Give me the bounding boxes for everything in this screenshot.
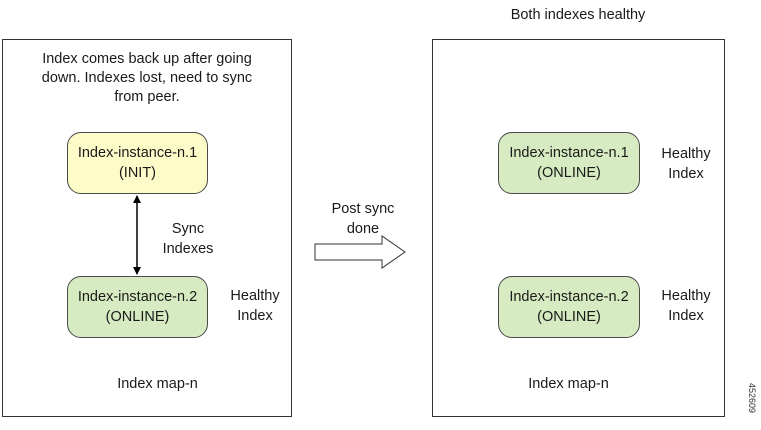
right-bottom-healthy-label: Healthy Index xyxy=(650,286,722,326)
left-map-label: Index map-n xyxy=(117,376,198,392)
node-name: Index-instance-n.2 xyxy=(509,289,629,305)
node-state: (ONLINE) xyxy=(537,309,601,325)
right-node-instance-1: Index-instance-n.1 (ONLINE) xyxy=(498,132,640,194)
healthy-line-2: Index xyxy=(668,308,704,324)
healthy-line-2: Index xyxy=(668,166,704,182)
left-node-instance-1: Index-instance-n.1 (INIT) xyxy=(67,132,208,194)
left-panel xyxy=(2,39,292,417)
healthy-line-1: Healthy xyxy=(661,146,711,162)
right-panel-title: Both indexes healthy xyxy=(510,7,646,23)
sync-indexes-label: Sync Indexes xyxy=(146,219,230,259)
figure-id: 452609 xyxy=(747,383,757,414)
node-name: Index-instance-n.1 xyxy=(509,145,629,161)
sync-label-line-2: Indexes xyxy=(162,241,214,257)
node-name: Index-instance-n.2 xyxy=(77,289,198,305)
left-healthy-label: Healthy Index xyxy=(218,286,292,326)
post-sync-line-2: done xyxy=(346,221,380,237)
healthy-line-2: Index xyxy=(237,308,273,324)
sync-label-line-1: Sync xyxy=(171,221,205,237)
post-sync-label: Post sync done xyxy=(318,199,408,239)
left-panel-note: Index comes back up after going down. In… xyxy=(10,50,284,107)
post-sync-line-1: Post sync xyxy=(331,201,395,217)
block-right-arrow xyxy=(314,235,406,269)
node-state: (ONLINE) xyxy=(537,165,601,181)
right-top-healthy-label: Healthy Index xyxy=(650,144,722,184)
node-state: (ONLINE) xyxy=(105,309,170,325)
healthy-line-1: Healthy xyxy=(230,288,280,304)
node-name: Index-instance-n.1 xyxy=(77,145,198,161)
node-state: (INIT) xyxy=(118,165,157,181)
note-line-1: Index comes back up after going xyxy=(42,51,252,67)
right-map-label: Index map-n xyxy=(528,376,609,392)
note-line-2: down. Indexes lost, need to sync xyxy=(41,70,253,86)
right-node-instance-2: Index-instance-n.2 (ONLINE) xyxy=(498,276,640,338)
right-panel xyxy=(432,39,725,417)
left-node-instance-2: Index-instance-n.2 (ONLINE) xyxy=(67,276,208,338)
healthy-line-1: Healthy xyxy=(661,288,711,304)
note-line-3: from peer. xyxy=(114,89,180,105)
